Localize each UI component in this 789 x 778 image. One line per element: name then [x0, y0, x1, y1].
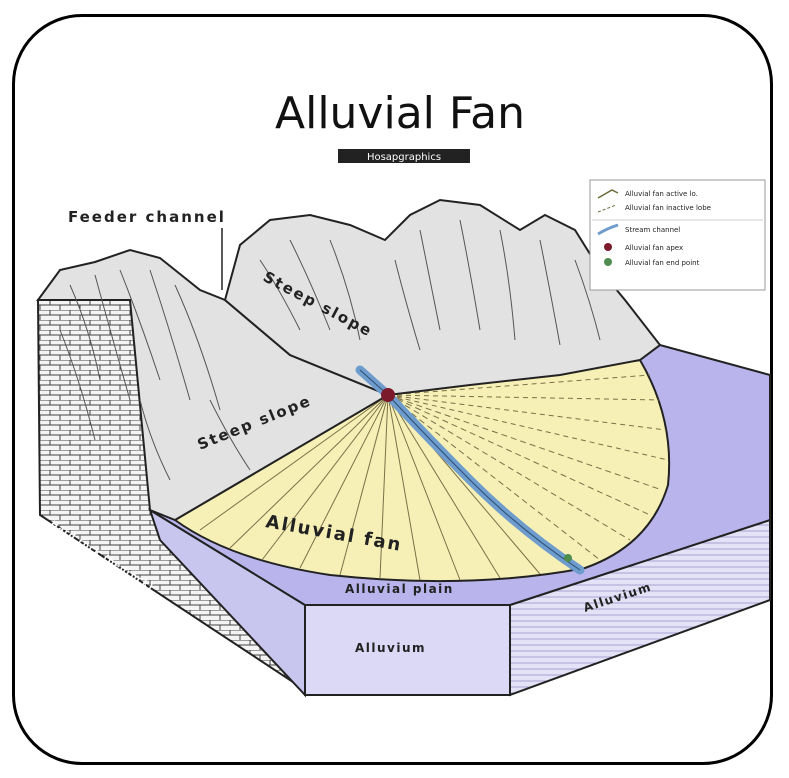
legend-label: Stream channel [625, 226, 680, 234]
legend-label: Alluvial fan active lo. [625, 190, 698, 198]
apex-dot-icon [604, 243, 612, 251]
diagram-subtitle: Hosapgraphics [367, 152, 441, 163]
fan-apex-marker [381, 388, 395, 402]
label-alluvial-plain: Alluvial plain [345, 582, 454, 596]
legend-label: Alluvial fan end point [625, 259, 700, 267]
label-alluvium-front: Alluvium [355, 641, 426, 655]
legend: Alluvial fan active lo. Alluvial fan ina… [590, 180, 765, 290]
fan-end-point-marker [564, 554, 572, 562]
end-point-dot-icon [604, 258, 612, 266]
legend-label: Alluvial fan apex [625, 244, 683, 252]
label-feeder-channel: Feeder channel [68, 208, 226, 226]
diagram-title: Alluvial Fan [275, 88, 525, 139]
legend-label: Alluvial fan inactive lobe [625, 204, 711, 212]
